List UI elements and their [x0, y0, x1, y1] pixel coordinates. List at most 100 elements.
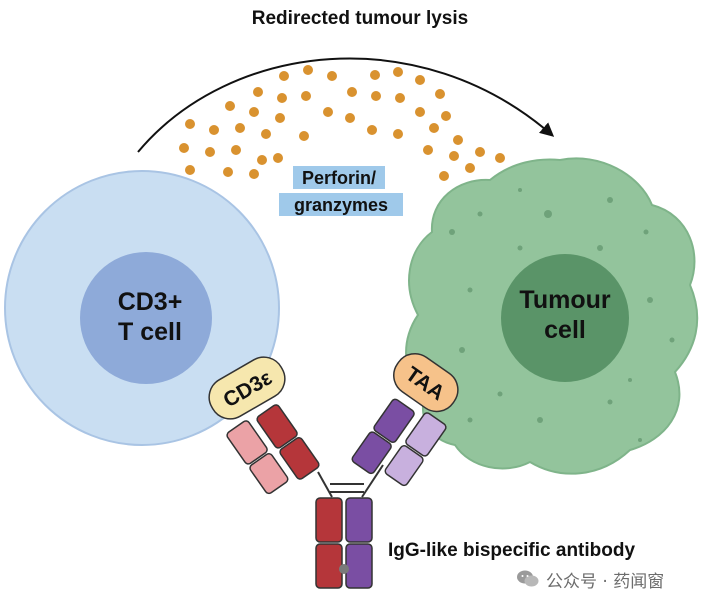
granule — [253, 87, 263, 97]
granule — [235, 123, 245, 133]
tumour-cell-inclusions — [449, 188, 675, 442]
granule — [299, 131, 309, 141]
t-cell: CD3+ T cell — [4, 170, 280, 446]
tumour-inclusion-dot — [497, 391, 503, 397]
granule — [465, 163, 475, 173]
tumour-inclusion-dot — [628, 378, 632, 382]
tumour-inclusion-dot — [449, 229, 455, 235]
tumour-inclusion-dot — [459, 347, 465, 353]
granule — [370, 70, 380, 80]
anti-taa-light-chain-cl — [384, 445, 424, 487]
granule — [303, 65, 313, 75]
tumour-inclusion-dot — [638, 438, 642, 442]
wechat-icon — [517, 570, 539, 587]
perforin-granzymes-label: Perforin/ granzymes — [279, 166, 403, 216]
granule — [261, 129, 271, 139]
antibody-fc-region — [315, 497, 373, 589]
tumour-cell-nucleus — [501, 254, 629, 382]
granule — [301, 91, 311, 101]
granule — [345, 113, 355, 123]
granule — [185, 165, 195, 175]
diagram-title: Redirected tumour lysis — [252, 8, 468, 29]
anti-cd3-light-chain-cl — [249, 453, 289, 495]
anti-cd3-arm — [226, 404, 320, 495]
granule — [347, 87, 357, 97]
granule — [435, 89, 445, 99]
tumour-inclusion-dot — [467, 417, 473, 423]
granule — [279, 71, 289, 81]
granule — [441, 111, 451, 121]
fc-heavy-cd3-ch3 — [315, 543, 343, 589]
antibody-label: IgG-like bispecific antibody — [388, 540, 635, 561]
granule — [423, 145, 433, 155]
anti-taa-arm — [351, 398, 447, 487]
antibody-hinge — [317, 464, 384, 498]
tumour-inclusion-dot — [537, 417, 543, 423]
granule — [415, 107, 425, 117]
granule — [395, 93, 405, 103]
granule — [249, 107, 259, 117]
granule-cluster — [179, 65, 505, 181]
granule — [429, 123, 439, 133]
granule — [367, 125, 377, 135]
anti-cd3-heavy-chain-ch1 — [279, 437, 320, 480]
granule — [225, 101, 235, 111]
tumour-inclusion-dot — [669, 337, 675, 343]
lysis-arrow — [137, 57, 555, 153]
t-cell-label-line2: T cell — [118, 318, 182, 346]
granule — [393, 67, 403, 77]
granule — [393, 129, 403, 139]
tumour-inclusion-dot — [607, 399, 613, 405]
anti-taa-heavy-chain-vh — [373, 398, 415, 443]
perforin-highlight-2 — [279, 193, 403, 216]
granule — [277, 93, 287, 103]
granule — [371, 91, 381, 101]
t-cell-nucleus — [80, 252, 212, 384]
fc-heavy-taa-ch3 — [345, 543, 373, 589]
fc-heavy-taa-ch2 — [345, 497, 373, 543]
knob-into-hole-dot — [339, 564, 349, 574]
granule — [185, 119, 195, 129]
tumour-inclusion-dot — [517, 245, 523, 251]
watermark-text: 公众号 · 药闻窗 — [546, 571, 665, 592]
tumour-inclusion-dot — [647, 297, 653, 303]
granule — [249, 169, 259, 179]
tumour-cell: Tumour cell — [405, 157, 699, 475]
anti-cd3-heavy-chain-vh — [256, 404, 298, 449]
perforin-label-line2: granzymes — [294, 195, 388, 215]
fc-heavy-cd3-ch2 — [315, 497, 343, 543]
t-cell-label-line1: CD3+ — [118, 288, 183, 316]
watermark: 公众号 · 药闻窗 — [516, 565, 664, 593]
granule — [323, 107, 333, 117]
granule — [257, 155, 267, 165]
perforin-label-line1: Perforin/ — [302, 168, 376, 188]
anti-cd3-light-chain-vl — [226, 420, 268, 465]
granule — [205, 147, 215, 157]
granule — [453, 135, 463, 145]
granule — [209, 125, 219, 135]
perforin-highlight-1 — [293, 166, 385, 189]
anti-taa-light-chain-vl — [405, 412, 447, 457]
tumour-inclusion-dot — [643, 229, 649, 235]
granule — [275, 113, 285, 123]
granule — [179, 143, 189, 153]
granule — [449, 151, 459, 161]
tumour-inclusion-dot — [597, 245, 603, 251]
granule — [415, 75, 425, 85]
tumour-inclusion-dot — [477, 211, 483, 217]
granule — [231, 145, 241, 155]
tumour-cell-label-line1: Tumour — [519, 286, 610, 314]
granule — [439, 171, 449, 181]
granule — [223, 167, 233, 177]
anti-taa-heavy-chain-ch1 — [351, 431, 392, 475]
tumour-inclusion-dot — [518, 188, 522, 192]
tumour-inclusion-dot — [607, 197, 613, 203]
granule — [273, 153, 283, 163]
tumour-inclusion-dot — [544, 210, 552, 218]
granule — [327, 71, 337, 81]
granule — [495, 153, 505, 163]
cd3e-antigen-badge: CD3ε — [208, 356, 286, 420]
tumour-inclusion-dot — [467, 287, 473, 293]
granule — [475, 147, 485, 157]
